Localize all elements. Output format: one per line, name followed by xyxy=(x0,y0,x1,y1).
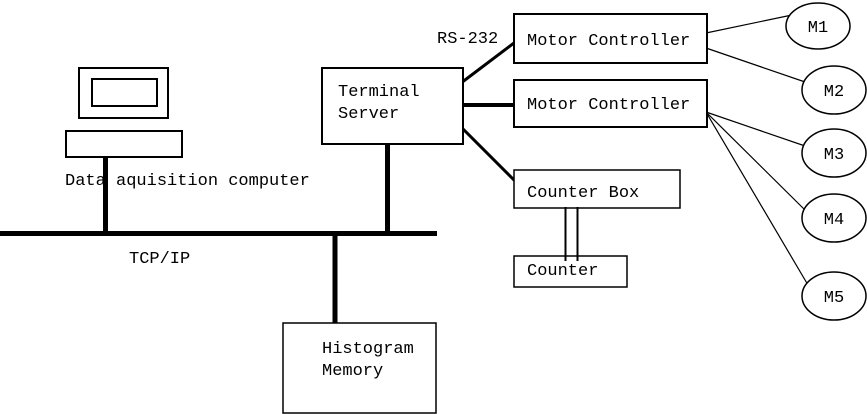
histogram-memory-label-line1: Histogram xyxy=(322,340,414,359)
terminal-server-label-line2: Server xyxy=(338,105,399,124)
motor-m4-node xyxy=(801,193,867,243)
motor-controller-2-to-m5-line xyxy=(705,111,809,286)
data-acquisition-label: Data aquisition computer xyxy=(65,172,310,191)
motor-controller-1-to-m1-line xyxy=(705,14,793,34)
histogram-memory-label-line2: Memory xyxy=(322,362,383,381)
motor-controller-2-to-m3-line xyxy=(705,111,809,148)
rs-232-label: RS-232 xyxy=(437,30,498,49)
motor-controller-2-to-m4-line xyxy=(705,111,809,214)
motor-controller-1-node xyxy=(513,13,708,64)
motor-m3-node xyxy=(801,128,867,178)
motor-m1-label: M1 xyxy=(808,19,828,38)
motor-m2-label: M2 xyxy=(824,83,844,102)
motor-m2-node xyxy=(801,65,867,115)
monitor-screen-icon xyxy=(91,78,158,107)
tcp-ip-label: TCP/IP xyxy=(129,250,190,269)
motor-controller-1-label: Motor Controller xyxy=(527,32,690,51)
motor-controller-1-to-m2-line xyxy=(705,47,809,84)
motor-m5-node xyxy=(801,271,867,321)
counter-label: Counter xyxy=(527,262,598,281)
motor-controller-2-label: Motor Controller xyxy=(527,96,690,115)
terminal-server-to-motor-controller-1-line xyxy=(460,38,519,85)
terminal-server-to-counter-box-line xyxy=(459,125,520,186)
terminal-server-node xyxy=(321,67,464,145)
motor-controller-2-node xyxy=(513,79,708,128)
keyboard-icon xyxy=(65,130,183,158)
motor-m3-label: M3 xyxy=(824,146,844,165)
motor-m1-node xyxy=(785,2,851,50)
motor-m4-label: M4 xyxy=(824,211,844,230)
counter-box-node xyxy=(513,169,681,209)
counter-box-label: Counter Box xyxy=(527,184,639,203)
counter-node xyxy=(513,255,628,288)
histogram-memory-node xyxy=(282,322,437,414)
computer-icon xyxy=(65,67,183,158)
terminal-server-label-line1: Terminal xyxy=(338,83,420,102)
motor-m5-label: M5 xyxy=(824,289,844,308)
